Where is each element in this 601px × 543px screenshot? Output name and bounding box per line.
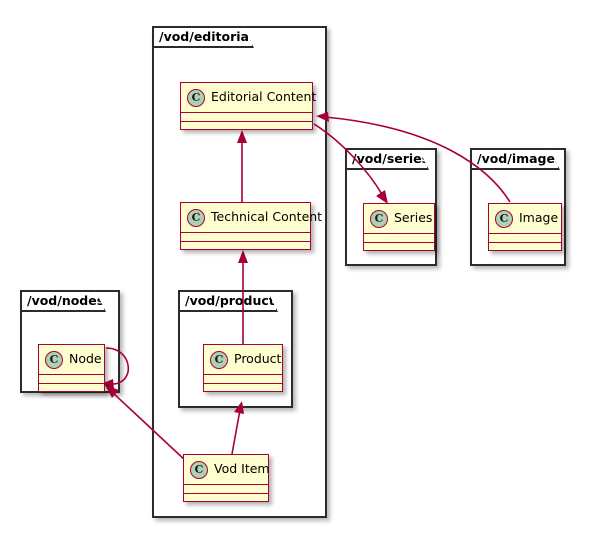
class-icon: C [187,208,205,227]
class-technical-content[interactable]: C Technical Content [180,202,322,251]
class-icon: C [495,209,513,228]
class-methods-compartment [39,384,104,393]
class-editorial-content-name: Editorial Content [211,89,317,105]
class-icon: C [45,350,63,369]
class-methods-compartment [364,243,434,252]
class-attributes-compartment [181,113,312,122]
class-node-header: C Node [39,345,104,375]
class-product-name: Product [234,351,282,367]
class-product-header: C Product [204,345,282,375]
class-image[interactable]: C Image [488,203,562,251]
package-images-tab: /vod/images [470,148,560,170]
package-editorials-tab: /vod/editorials [152,26,254,48]
class-technical-content-header: C Technical Content [181,203,322,233]
class-node-name: Node [69,351,102,367]
class-methods-compartment [181,242,310,251]
class-image-header: C Image [489,204,561,234]
package-series-label: /vod/series [352,150,430,166]
package-products-label: /vod/products [185,292,283,308]
package-series-tab: /vod/series [345,148,429,170]
class-attributes-compartment [204,375,282,384]
package-images-label: /vod/images [477,150,563,166]
class-methods-compartment [489,243,561,252]
class-node[interactable]: C Node [38,344,105,392]
class-vod-item-header: C Vod Item [184,455,270,485]
class-icon: C [190,460,208,479]
class-vod-item[interactable]: C Vod Item [183,454,270,503]
class-attributes-compartment [39,375,104,384]
class-icon: C [187,88,205,107]
class-attributes-compartment [489,234,561,243]
class-series[interactable]: C Series [363,203,435,251]
class-attributes-compartment [364,234,434,243]
class-technical-content-name: Technical Content [211,209,323,225]
class-series-header: C Series [364,204,434,234]
class-vod-item-name: Vod Item [214,461,270,477]
class-icon: C [210,350,228,369]
class-icon: C [370,209,388,228]
class-methods-compartment [181,122,312,131]
class-product[interactable]: C Product [203,344,283,392]
package-nodes-label: /vod/nodes [27,292,105,308]
class-attributes-compartment [181,233,310,242]
class-methods-compartment [204,384,282,393]
class-image-name: Image [519,210,559,226]
class-methods-compartment [184,494,268,503]
package-products-tab: /vod/products [178,290,278,312]
package-nodes-tab: /vod/nodes [20,290,106,312]
class-attributes-compartment [184,485,268,494]
class-editorial-content[interactable]: C Editorial Content [180,82,316,131]
package-editorials-label: /vod/editorials [159,28,261,44]
class-editorial-content-header: C Editorial Content [181,83,316,113]
class-series-name: Series [394,210,433,226]
